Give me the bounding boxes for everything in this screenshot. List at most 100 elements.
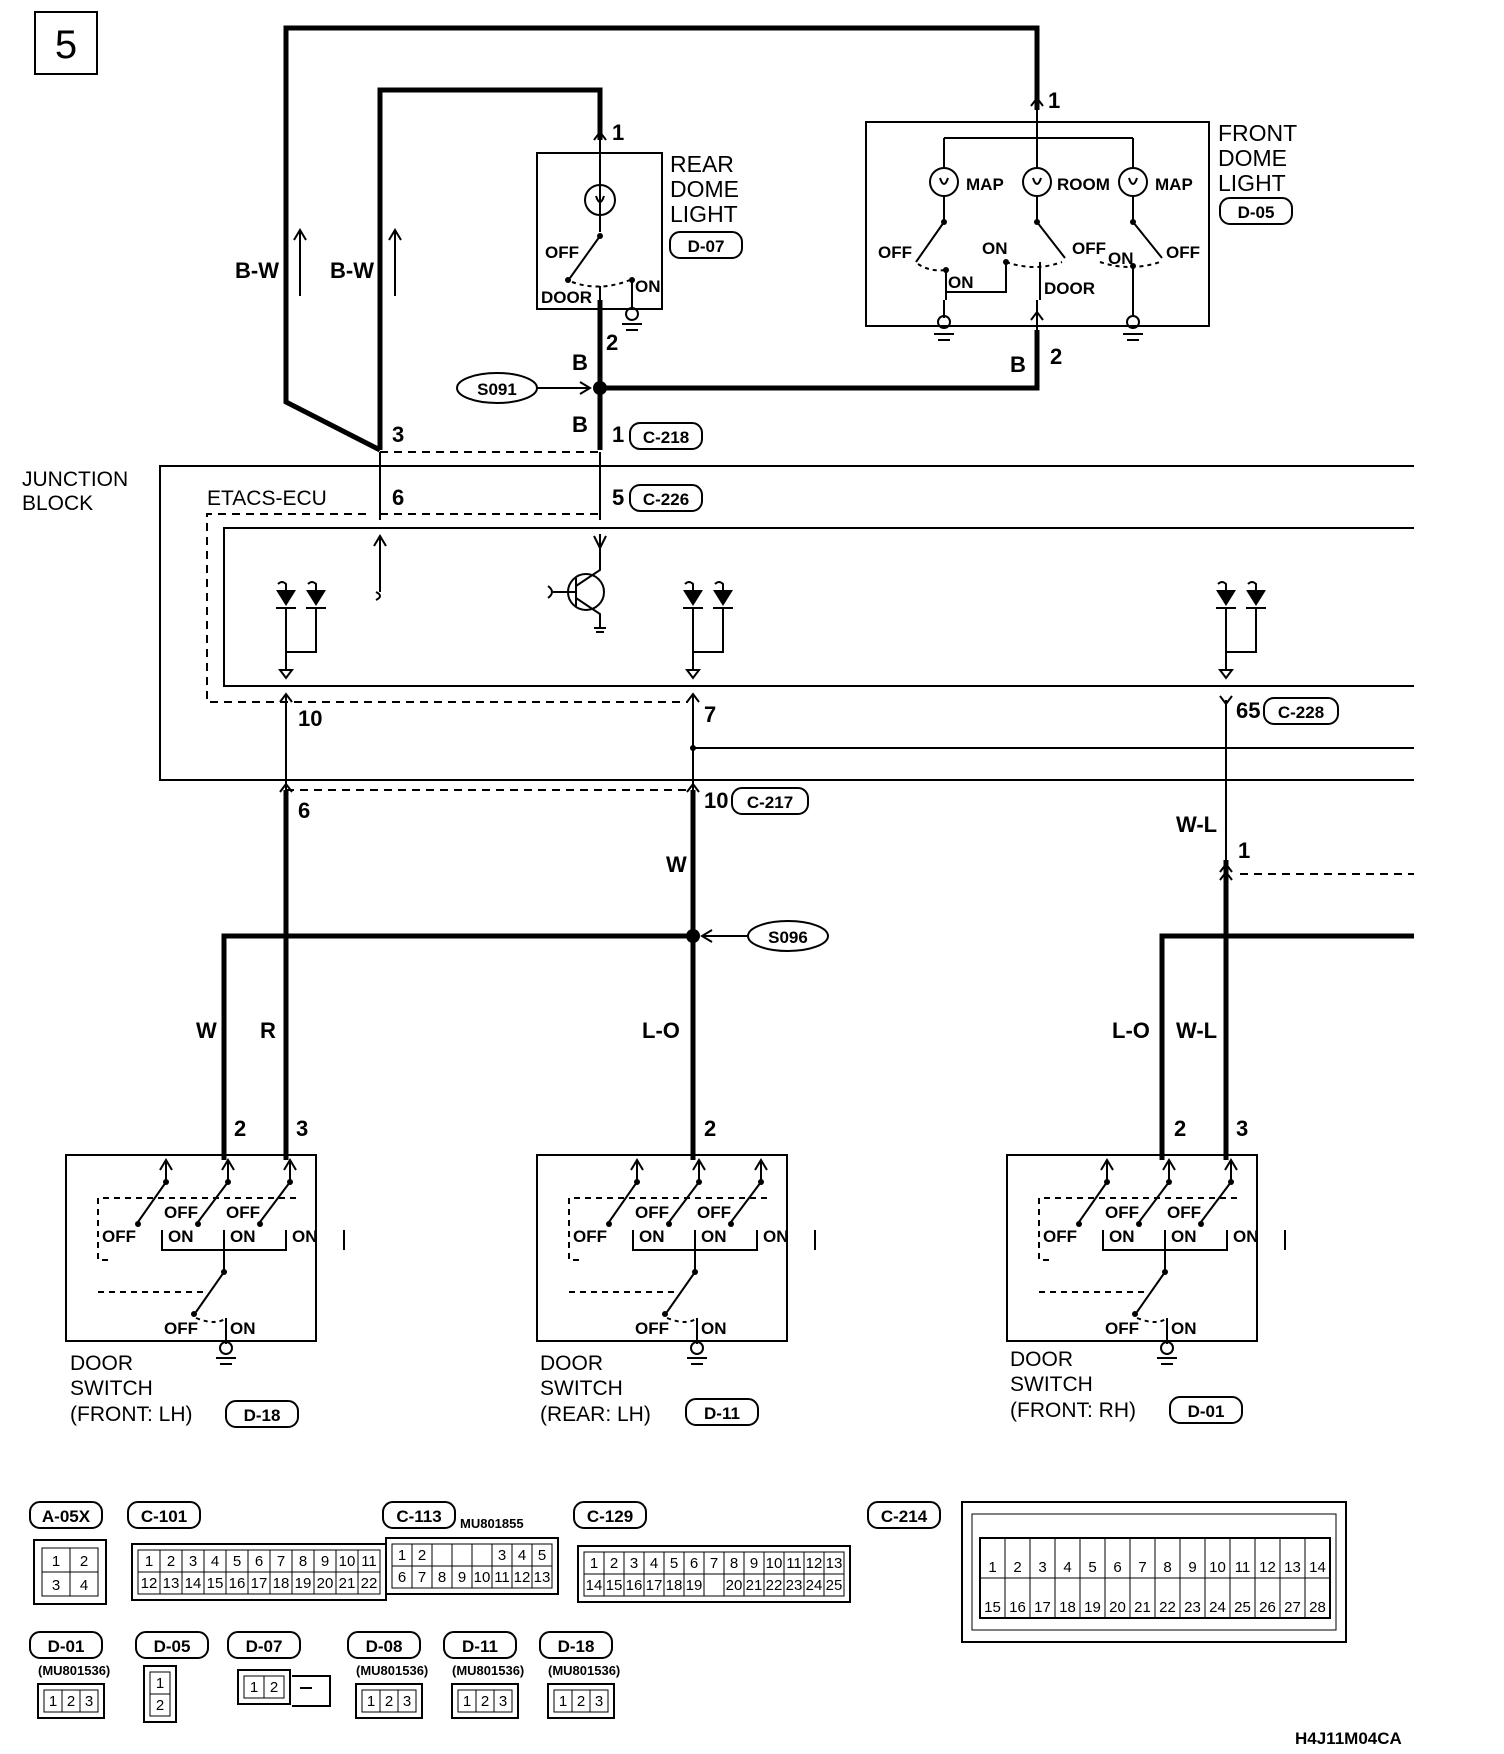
legend-cell: 13 (163, 1575, 180, 1592)
legend-cell: 25 (1234, 1599, 1251, 1616)
rear-dome-on-label: ON (635, 277, 661, 296)
legend-cell: 13 (534, 1569, 551, 1586)
switch-on-label: ON (1171, 1227, 1197, 1246)
legend-connector-id: C-214 (881, 1507, 928, 1526)
junction-block-label-2: BLOCK (22, 492, 93, 515)
d01-pin-2: 2 (1174, 1116, 1186, 1141)
d18-badge (225, 1400, 299, 1428)
legend-connector-id: A-05X (42, 1507, 91, 1526)
wire-color-lo-2: L-O (1112, 1018, 1150, 1043)
legend-cell: 1 (463, 1693, 471, 1710)
front-dome-lamp-map-left: MAP (966, 175, 1004, 194)
legend-cell: 13 (826, 1555, 843, 1572)
legend-cell: 9 (750, 1555, 758, 1572)
legend-cell: 9 (1188, 1559, 1196, 1576)
front-dome-connector-id: D-05 (1238, 203, 1275, 222)
front-dome-off-1: OFF (878, 243, 912, 262)
d18-name-2: SWITCH (70, 1377, 153, 1400)
legend-cell: 8 (438, 1569, 446, 1586)
switch-off-label: OFF (1167, 1203, 1201, 1222)
d11-name-2: SWITCH (540, 1377, 623, 1400)
wl-pin-1: 1 (1238, 838, 1250, 863)
legend-connector-id: D-07 (246, 1637, 283, 1656)
legend-cell: 15 (984, 1599, 1001, 1616)
switch-off-label: OFF (226, 1203, 260, 1222)
legend-cell: 5 (670, 1555, 678, 1572)
legend-cell: 1 (590, 1555, 598, 1572)
legend-cell: 12 (141, 1575, 158, 1592)
switch-off-label: OFF (164, 1319, 198, 1338)
legend-cell: 23 (786, 1577, 803, 1594)
d01-pin-3: 3 (1236, 1116, 1248, 1141)
rear-dome-pin-2: 2 (606, 330, 618, 355)
rear-dome-name-3: LIGHT (670, 201, 738, 227)
legend-cell: 4 (650, 1555, 658, 1572)
legend-cell: 12 (806, 1555, 823, 1572)
junction-block-label-1: JUNCTION (22, 468, 128, 491)
etacs-pin-10: 10 (298, 706, 322, 731)
map-lamp-left-icon (929, 167, 959, 197)
legend-cell: 24 (806, 1577, 823, 1594)
c217-pin-6: 6 (298, 798, 310, 823)
legend-cell: 19 (686, 1577, 703, 1594)
rear-dome-ground-icon (625, 307, 639, 321)
legend-cell: 1 (367, 1693, 375, 1710)
legend-cell: 11 (1235, 1559, 1251, 1576)
front-dome-door: DOOR (1044, 279, 1095, 298)
legend-cell: 27 (1284, 1599, 1301, 1616)
legend-cell: 10 (766, 1555, 783, 1572)
lower-wiring (221, 790, 1414, 1160)
legend-cell: 17 (646, 1577, 663, 1594)
legend-cell: 2 (481, 1693, 489, 1710)
legend-connector-id: C-129 (587, 1507, 633, 1526)
legend-cell: 20 (726, 1577, 743, 1594)
wire-color-w-2: W (196, 1018, 217, 1043)
rear-dome-name-1: REAR (670, 151, 734, 177)
legend-cell: 14 (1309, 1559, 1326, 1576)
legend-cell: 3 (498, 1547, 506, 1564)
legend-connector-id: D-05 (154, 1637, 191, 1656)
switch-on-label: ON (763, 1227, 789, 1246)
legend-cell: 10 (1209, 1559, 1226, 1576)
legend-cell: 6 (1113, 1559, 1121, 1576)
legend-cell: 2 (610, 1555, 618, 1572)
legend-cell: 23 (1184, 1599, 1201, 1616)
legend-cell: 4 (1063, 1559, 1071, 1576)
switch-off-label: OFF (573, 1227, 607, 1246)
wire-color-lo-1: L-O (642, 1018, 680, 1043)
legend-cell: 11 (494, 1569, 510, 1586)
switch-on-label: ON (292, 1227, 318, 1246)
room-lamp-icon (1022, 167, 1052, 197)
c217-id: C-217 (747, 793, 793, 812)
legend-cell: 25 (826, 1577, 843, 1594)
wire-color-b-3: B (1010, 352, 1026, 377)
splice-s096-label: S096 (768, 928, 808, 947)
legend-cell: 3 (499, 1693, 507, 1710)
legend-part-number: (MU801536) (548, 1663, 620, 1678)
c228-id: C-228 (1278, 703, 1324, 722)
legend-cell: 9 (458, 1569, 466, 1586)
d11-name-1: DOOR (540, 1352, 603, 1375)
legend-cell: 3 (1038, 1559, 1046, 1576)
d01-name-3: (FRONT: RH) (1010, 1399, 1136, 1422)
legend-cell: 1 (49, 1693, 57, 1710)
wire-color-wl-1: W-L (1176, 812, 1217, 837)
c226-badge (629, 484, 703, 512)
legend-cell: 2 (67, 1693, 75, 1710)
switch-off-label: OFF (102, 1227, 136, 1246)
legend-cell: 5 (1088, 1559, 1096, 1576)
d18-pin-3: 3 (296, 1116, 308, 1141)
c218-pin-1: 1 (612, 422, 624, 447)
page-number: 5 (55, 23, 77, 67)
wire-color-w-1: W (666, 852, 687, 877)
front-dome-name-2: DOME (1218, 145, 1287, 171)
legend-cell: 10 (339, 1553, 356, 1570)
rear-dome-light: OFF DOOR ON (536, 131, 663, 331)
legend-cell: 1 (145, 1553, 153, 1570)
d01-id: D-01 (1188, 1402, 1225, 1421)
legend-cell: 11 (361, 1553, 377, 1570)
figure-code: H4J11M04CA (1295, 1729, 1402, 1748)
rear-dome-off-label: OFF (545, 243, 579, 262)
